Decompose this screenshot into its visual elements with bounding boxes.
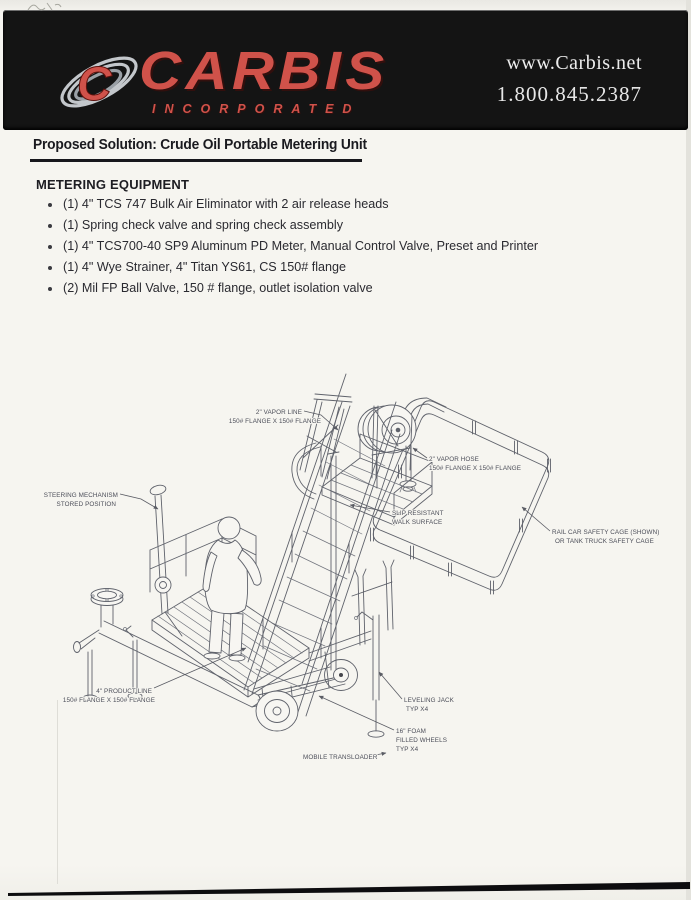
label-safety-cage: RAIL CAR SAFETY CAGE (SHOWN) — [552, 529, 659, 536]
label-vapor-hose-2: 150# FLANGE X 150# FLANGE — [429, 465, 521, 472]
phone-number: 1.800.845.2387 — [496, 82, 642, 106]
emblem-letter: C — [77, 58, 113, 111]
list-item: (1) 4" Wye Strainer, 4" Titan YS61, CS 1… — [46, 257, 666, 278]
banner-contact-block: www.Carbis.net 1.800.845.2387 — [497, 52, 642, 107]
title-underline — [30, 159, 362, 162]
label-foam-wheels-3: TYP X4 — [396, 746, 419, 753]
carbis-logo-emblem: C — [60, 56, 138, 112]
label-mobile-transloader: MOBILE TRANSLOADER — [303, 754, 378, 761]
steering-mechanism — [149, 484, 183, 637]
label-walk-surface: SLIP RESISTANT — [392, 510, 444, 517]
page-title: Proposed Solution: Crude Oil Portable Me… — [33, 137, 367, 153]
label-product-line-2: 150# FLANGE X 150# FLANGE — [63, 697, 155, 704]
label-product-line: 4" PRODUCT LINE — [96, 688, 152, 695]
list-item-text: (1) 4" TCS700-40 SP9 Aluminum PD Meter, … — [63, 239, 539, 253]
label-foam-wheels-2: FILLED WHEELS — [396, 737, 447, 744]
label-steering-2: STORED POSITION — [57, 501, 117, 508]
pencil-mark — [27, 2, 62, 11]
label-vapor-hose: 2" VAPOR HOSE — [429, 456, 479, 463]
label-leveling-jack-2: TYP X4 — [406, 706, 429, 713]
operator-figure — [202, 516, 262, 662]
label-steering: STEERING MECHANISM — [44, 492, 118, 499]
equipment-list: (1) 4" TCS 747 Bulk Air Eliminator with … — [46, 194, 666, 299]
label-walk-surface-2: WALK SURFACE — [392, 519, 442, 526]
header-banner: C CARBIS INCORPORATED www.Carbis.net 1.8… — [3, 10, 688, 130]
product-line-pipe — [73, 588, 346, 708]
safety-cage — [370, 400, 551, 595]
brand-name: CARBIS — [139, 41, 389, 101]
upper-platform — [321, 433, 433, 526]
list-item: (2) Mil FP Ball Valve, 150 # flange, out… — [46, 278, 666, 299]
list-item: (1) 4" TCS700-40 SP9 Aluminum PD Meter, … — [46, 236, 666, 257]
gangway-head-frame — [291, 393, 353, 500]
label-vapor-line: 2" VAPOR LINE — [256, 409, 302, 416]
list-item-text: (1) Spring check valve and spring check … — [63, 218, 343, 232]
label-leveling-jack: LEVELING JACK — [404, 697, 455, 704]
label-safety-cage-2: OR TANK TRUCK SAFETY CAGE — [555, 538, 654, 545]
wheels-and-jacks — [253, 611, 385, 738]
brand-subtitle: INCORPORATED — [152, 102, 361, 116]
lower-deck — [149, 518, 310, 698]
vapor-hose-drop — [399, 445, 417, 493]
website-url: www.Carbis.net — [506, 52, 642, 74]
list-item-text: (1) 4" Wye Strainer, 4" Titan YS61, CS 1… — [63, 260, 347, 274]
list-item-text: (2) Mil FP Ball Valve, 150 # flange, out… — [63, 281, 373, 295]
label-foam-wheels: 16" FOAM — [396, 728, 426, 735]
list-item: (1) Spring check valve and spring check … — [46, 215, 666, 236]
list-item: (1) 4" TCS 747 Bulk Air Eliminator with … — [46, 194, 666, 215]
equipment-heading: METERING EQUIPMENT — [36, 177, 190, 192]
hose-reel — [357, 397, 447, 479]
scan-bottom-edge — [8, 882, 690, 896]
list-item-text: (1) 4" TCS 747 Bulk Air Eliminator with … — [63, 197, 389, 211]
operator-head — [217, 516, 241, 540]
label-vapor-line-2: 150# FLANGE X 150# FLANGE — [229, 418, 321, 425]
gangway-stairs — [243, 373, 401, 717]
cage-support-posts — [351, 559, 395, 646]
scan-edge-shade — [686, 0, 691, 900]
diagram-labels: 2" VAPOR LINE 150# FLANGE X 150# FLANGE … — [43, 408, 661, 762]
